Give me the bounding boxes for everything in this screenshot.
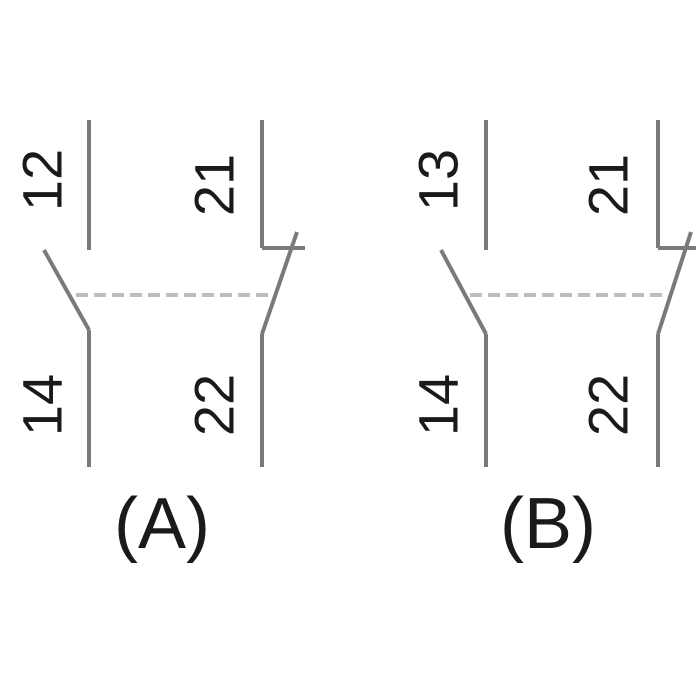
panel-b-caption: (B) (500, 484, 596, 564)
panel-a-nc-contact: 21 22 (183, 120, 305, 467)
panel-a-nc-switch-blade (260, 231, 299, 335)
panel-b: 13 14 21 22 (B) (407, 120, 696, 564)
panel-b-no-top-label: 13 (407, 149, 470, 211)
panel-a-no-bottom-label: 14 (11, 374, 74, 436)
panel-b-nc-switch-blade (656, 231, 693, 335)
panel-a-nc-top-label: 21 (183, 154, 246, 216)
panel-a-caption: (A) (114, 484, 210, 564)
panel-b-nc-contact: 21 22 (577, 120, 696, 467)
panel-b-nc-bottom-label: 22 (577, 374, 640, 436)
panel-a-nc-bottom-label: 22 (183, 374, 246, 436)
panel-a-no-top-label: 12 (11, 149, 74, 211)
panel-a-no-contact: 12 14 (11, 120, 91, 467)
panel-b-nc-top-label: 21 (577, 154, 640, 216)
panel-a-no-switch-blade (42, 249, 91, 331)
panel-b-no-switch-blade (439, 249, 488, 335)
panel-b-no-contact: 13 14 (407, 120, 488, 467)
panel-a: 12 14 21 22 (A) (11, 120, 305, 564)
panel-b-no-bottom-label: 14 (407, 374, 470, 436)
